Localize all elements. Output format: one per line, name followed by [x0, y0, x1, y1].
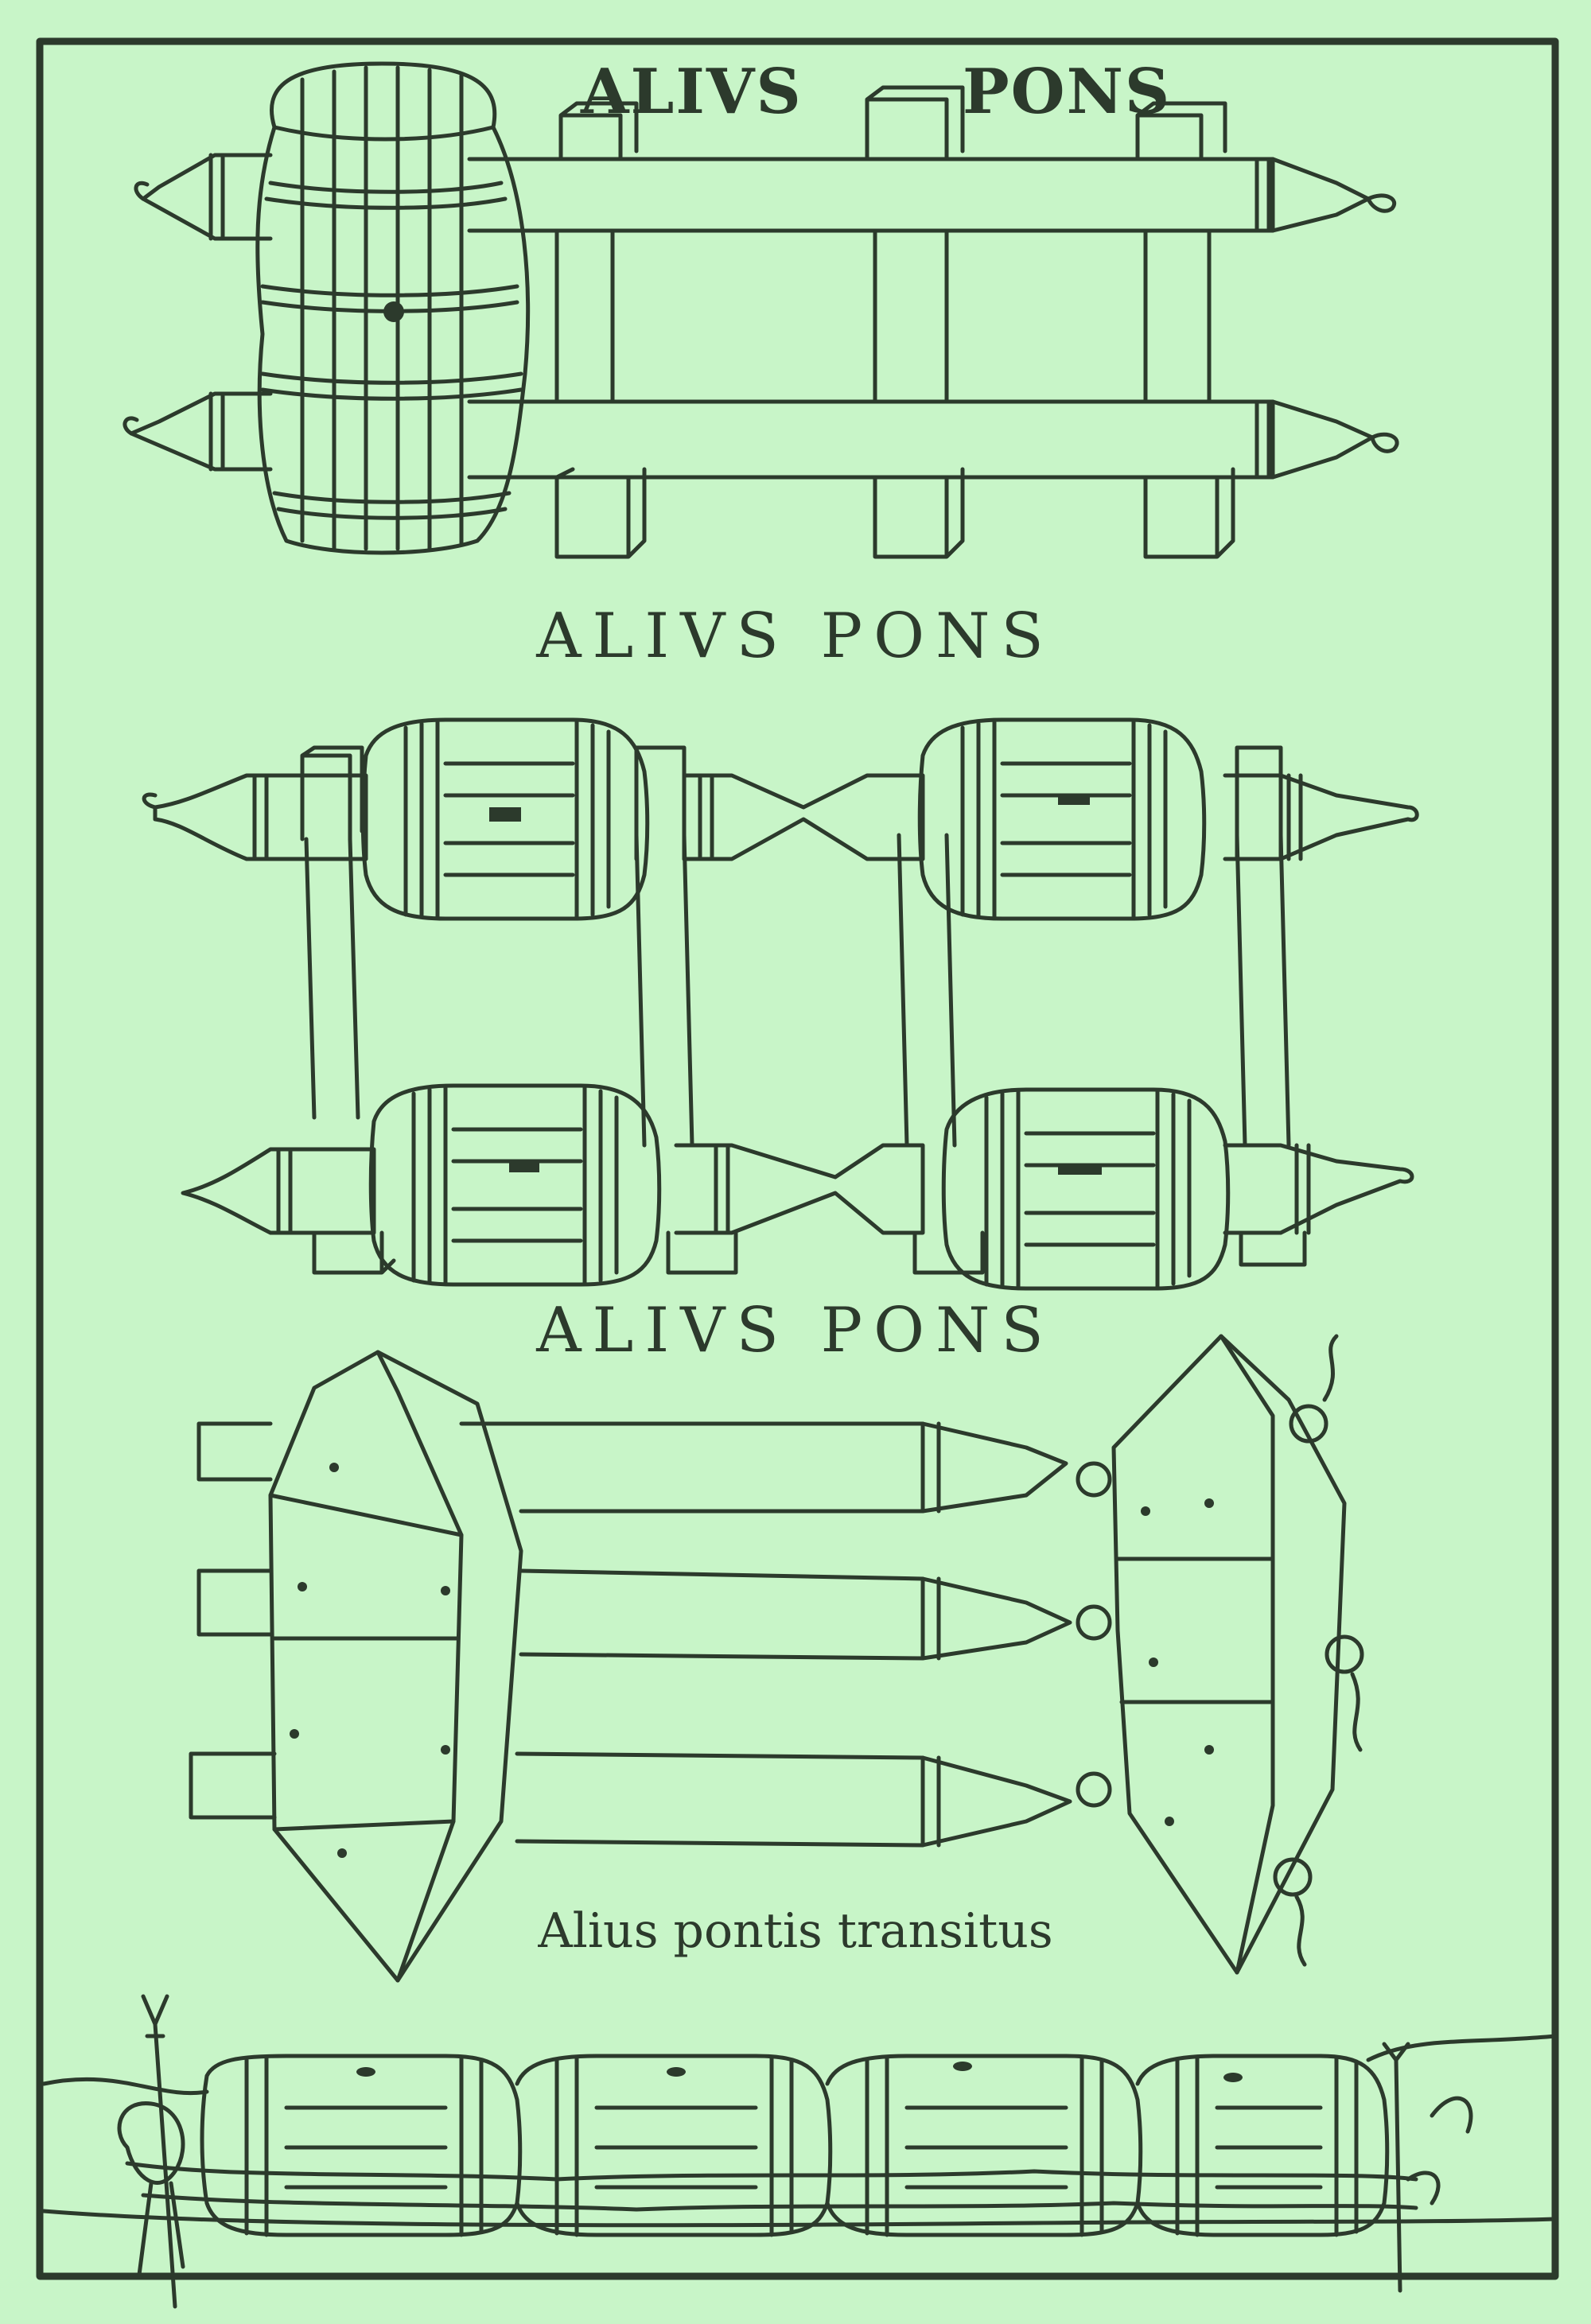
caption-alius-pons-2: ALIVS PONS: [536, 600, 1055, 672]
caption-alius-pontis-transitus: Alius pontis transitus: [538, 1903, 1053, 1959]
caption-top-pons: PONS: [963, 56, 1172, 128]
caption-top-alius: ALIVS: [581, 56, 803, 128]
figure-4-barrel-crossing: [41, 1994, 1558, 2309]
plate-border: [36, 37, 1559, 2280]
figure-3-hexagon-pontoon-bridge: [189, 1334, 1364, 1983]
figure-1-single-barrel-raft: [123, 61, 1399, 559]
figure-2-four-barrel-raft: [142, 717, 1419, 1291]
caption-alius-pons-3: ALIVS PONS: [536, 1295, 1055, 1366]
